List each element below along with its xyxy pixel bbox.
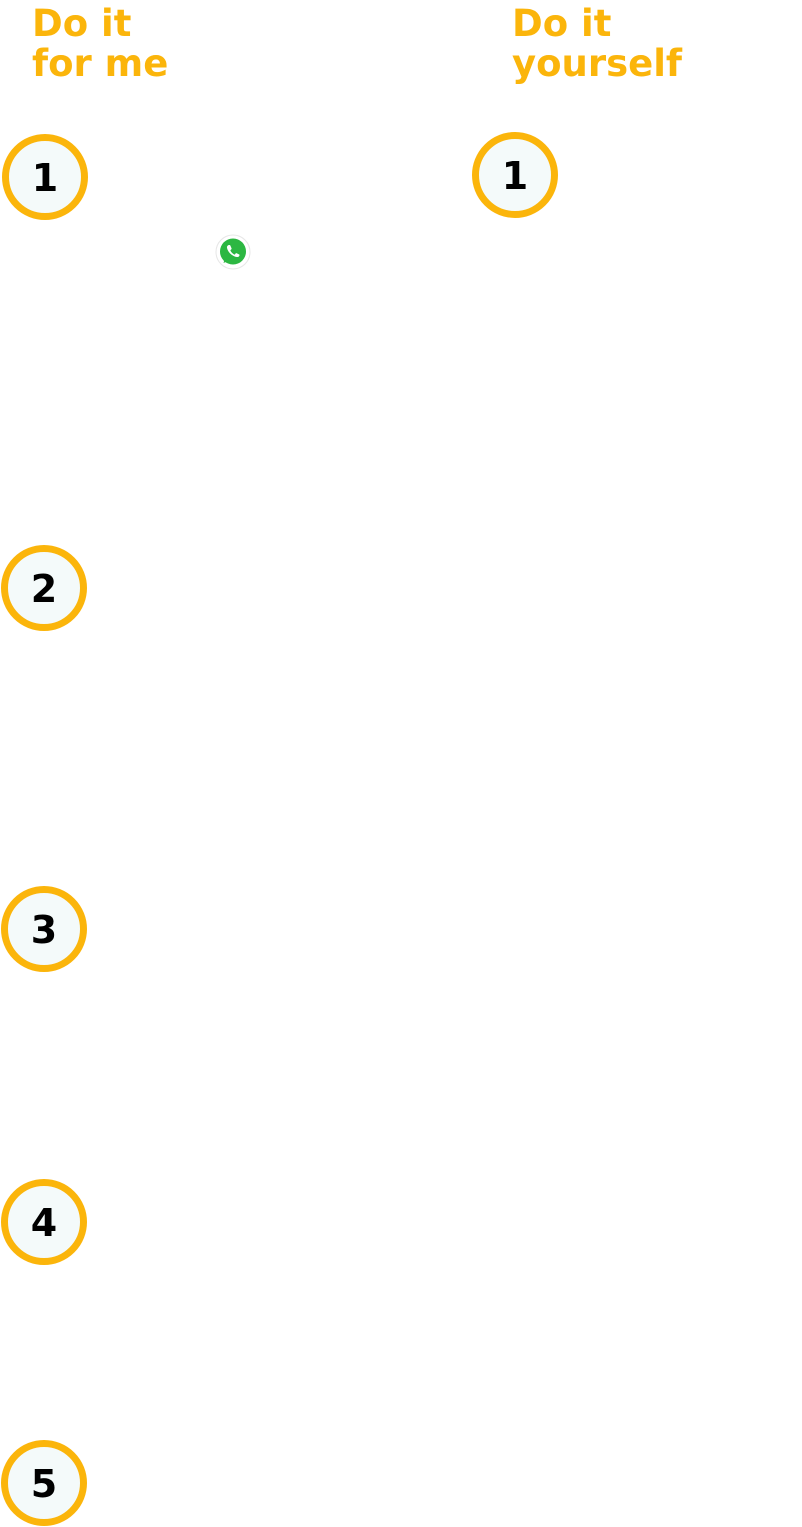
heading-line-2: yourself [512,42,683,85]
diy-step-1-badge: 1 [472,132,558,218]
do-it-yourself-heading: Do it yourself [512,4,682,84]
step-number: 3 [30,908,58,952]
heading-line-2: for me [32,42,169,85]
step-1-badge: 1 [2,134,88,220]
step-4-badge: 4 [1,1179,87,1265]
step-number: 5 [30,1462,58,1506]
step-number: 1 [501,154,529,198]
heading-line-1: Do it [512,2,612,45]
step-number: 4 [30,1201,58,1245]
step-number: 1 [31,156,59,200]
heading-line-1: Do it [32,2,132,45]
step-number: 2 [30,567,58,611]
step-3-badge: 3 [1,886,87,972]
step-2-badge: 2 [1,545,87,631]
whatsapp-icon[interactable] [215,234,251,270]
do-it-for-me-heading: Do it for me [32,4,168,84]
step-5-badge: 5 [1,1440,87,1526]
